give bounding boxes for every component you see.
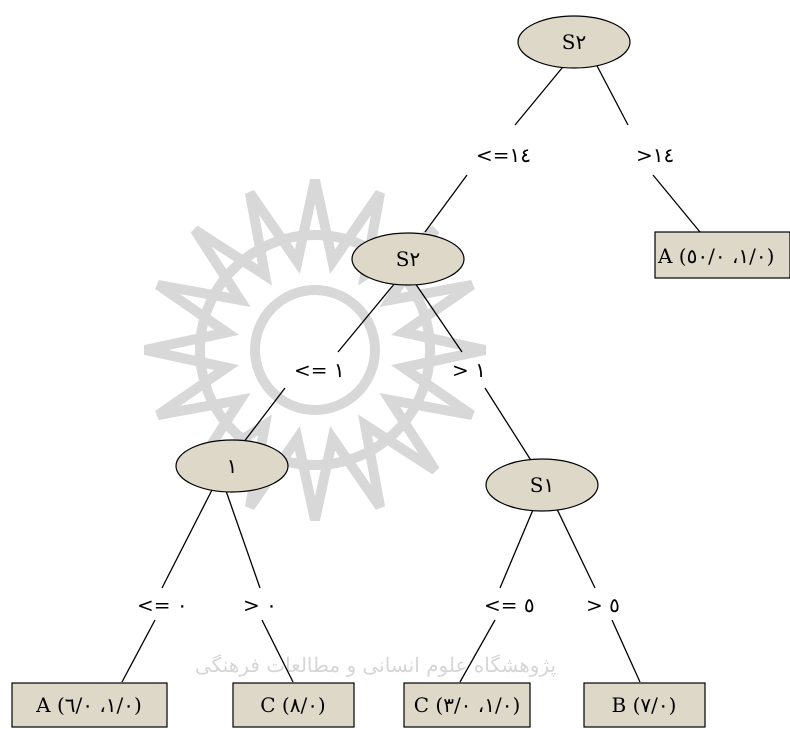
edge-label-left-gt: > ۰ (243, 593, 277, 617)
node-root-label: S۲ (562, 30, 586, 54)
edge-root-left-lower (424, 174, 468, 233)
edge-right-gt-lower (611, 619, 641, 683)
edge-root-right-lower (652, 174, 701, 233)
edge-label-left-le: <= ۰ (137, 593, 188, 617)
edge-right-le-lower (459, 619, 496, 683)
leaf-right-gt-label: B (۷/۰) (612, 693, 677, 717)
leaf-left-gt-label: C (۸/۰) (260, 693, 326, 717)
leaf-left-gt: C (۸/۰) (232, 682, 355, 728)
edge-label-root-le: <=۱٤ (476, 143, 531, 167)
edge-mid-left-lower (239, 387, 286, 448)
edge-left-gt-lower (261, 619, 294, 683)
watermark-ring-1 (250, 285, 380, 415)
edge-label-right-gt: > ٥ (586, 593, 620, 617)
node-left: ۱ (175, 439, 289, 493)
edge-right-gt-upper (554, 504, 596, 589)
tree-edges (121, 61, 701, 683)
node-left-label: ۱ (227, 454, 238, 478)
leaf-right-le: C (۳/۰ ،۱/۰) (403, 682, 531, 728)
edge-mid-right-lower (484, 387, 533, 463)
edge-label-root-gt: >۱٤ (636, 143, 674, 167)
edge-left-le-upper (161, 487, 214, 589)
edge-root-right-upper (594, 61, 629, 126)
edge-right-le-upper (499, 504, 536, 589)
leaf-right-le-label: C (۳/۰ ،۱/۰) (414, 693, 521, 717)
leaf-right-gt: B (۷/۰) (583, 682, 706, 728)
leaf-left-le-label: A (٦/۰ ،۱/۰) (35, 693, 142, 717)
node-right-label: S۱ (530, 473, 554, 497)
edge-left-le-lower (121, 619, 156, 683)
edge-label-mid-le: <= ۱ (294, 358, 345, 382)
node-mid-label: S۲ (396, 247, 420, 271)
edge-label-right-le: <= ٥ (484, 593, 535, 617)
leaf-root-gt-label: A (٥۰/۰ ،۱/۰) (657, 244, 774, 268)
watermark-emblem (143, 178, 487, 522)
node-root: S۲ (517, 15, 631, 69)
edge-label-mid-gt: > ۱ (452, 358, 486, 382)
edge-left-gt-upper (224, 487, 261, 589)
leaf-root-gt: A (٥۰/۰ ،۱/۰) (654, 231, 790, 279)
edge-root-left-upper (514, 61, 568, 126)
watermark-ring-2 (195, 230, 435, 470)
leaf-left-le: A (٦/۰ ،۱/۰) (11, 682, 168, 728)
node-right: S۱ (485, 458, 599, 512)
node-mid: S۲ (351, 232, 465, 286)
edge-mid-left-upper (337, 282, 396, 353)
watermark-caption: پژوهشگاه علوم انسانی و مطالعات فرهنگی (195, 653, 556, 677)
edge-mid-right-upper (414, 282, 463, 353)
